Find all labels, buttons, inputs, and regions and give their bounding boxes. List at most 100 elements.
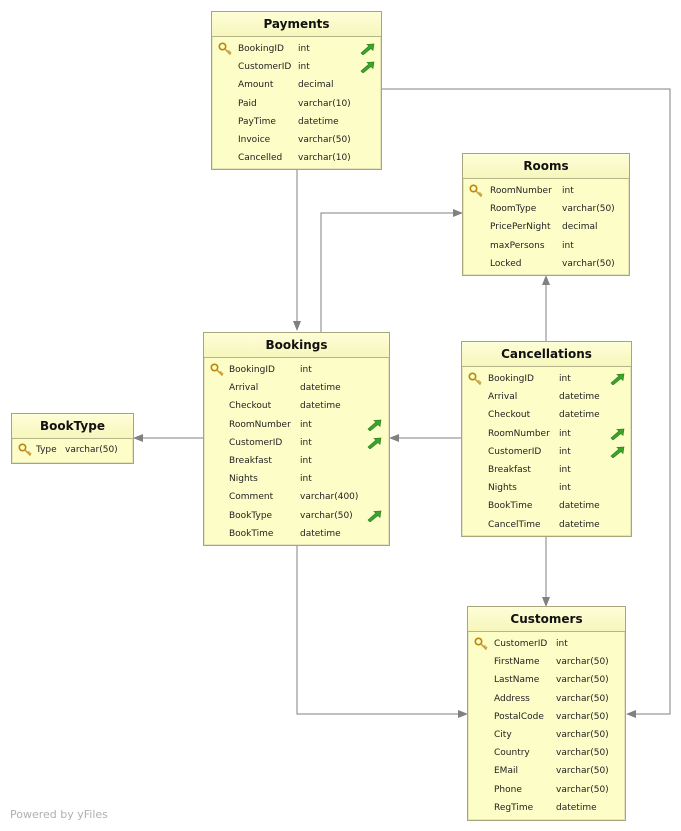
column-row[interactable]: Cancelled varchar(10) xyxy=(212,149,381,167)
column-type: varchar(50) xyxy=(556,693,609,704)
column-type: int xyxy=(559,464,571,475)
foreign-key-icon xyxy=(360,61,375,74)
column-type: int xyxy=(298,44,310,54)
column-row[interactable]: EMail varchar(50) xyxy=(468,762,625,780)
key-icon xyxy=(18,443,32,457)
table-title: BookType xyxy=(12,414,133,439)
column-row[interactable]: Breakfast int xyxy=(462,461,631,479)
column-name: BookingID xyxy=(238,44,284,54)
column-row[interactable]: Type varchar(50) xyxy=(12,441,133,459)
column-type: varchar(50) xyxy=(556,766,609,777)
column-name: Cancelled xyxy=(238,153,283,164)
column-type: int xyxy=(300,419,312,430)
column-name: CustomerID xyxy=(238,62,292,73)
column-type: int xyxy=(300,455,312,466)
column-row[interactable]: CustomerID int xyxy=(212,58,381,76)
foreign-key-icon xyxy=(367,437,382,450)
column-name: PayTime xyxy=(238,116,276,127)
key-icon xyxy=(210,363,224,377)
column-name: Arrival xyxy=(488,392,518,403)
column-name: Breakfast xyxy=(488,464,531,475)
column-name: Breakfast xyxy=(229,455,272,466)
column-name: Amount xyxy=(238,80,274,91)
column-type: datetime xyxy=(300,401,341,412)
column-name: Address xyxy=(494,693,530,704)
column-name: Country xyxy=(494,748,530,759)
foreign-key-icon xyxy=(610,428,625,440)
column-name: Invoice xyxy=(238,134,271,145)
column-type: varchar(50) xyxy=(556,748,609,759)
column-name: EMail xyxy=(494,766,518,777)
column-row[interactable]: Checkout datetime xyxy=(204,397,389,415)
column-name: Checkout xyxy=(229,401,272,412)
column-row[interactable]: Locked varchar(50) xyxy=(463,255,629,273)
column-name: Locked xyxy=(490,258,522,269)
column-name: BookingID xyxy=(229,365,275,375)
edge-bookings-customers xyxy=(296,545,468,718)
column-type: varchar(10) xyxy=(298,153,351,164)
column-name: Type xyxy=(36,445,57,455)
table-title: Customers xyxy=(468,607,625,632)
column-row[interactable]: Country varchar(50) xyxy=(468,744,625,762)
column-row[interactable]: Address varchar(50) xyxy=(468,690,625,708)
column-type: varchar(50) xyxy=(562,258,615,269)
column-type: varchar(50) xyxy=(65,445,118,455)
key-icon xyxy=(469,184,483,198)
foreign-key-icon xyxy=(367,419,382,431)
column-name: Checkout xyxy=(488,410,531,421)
table-title: Cancellations xyxy=(462,342,631,367)
column-row[interactable]: Breakfast int xyxy=(204,452,389,470)
column-type: int xyxy=(298,62,310,73)
column-row[interactable]: Checkout datetime xyxy=(462,406,631,424)
column-type: datetime xyxy=(559,519,600,530)
column-type: varchar(50) xyxy=(556,729,609,740)
column-row[interactable]: BookingID int xyxy=(212,40,381,58)
column-type: varchar(50) xyxy=(562,204,615,215)
column-name: BookTime xyxy=(488,501,533,512)
column-type: datetime xyxy=(559,410,600,421)
column-name: maxPersons xyxy=(490,240,545,251)
table-title: Bookings xyxy=(204,333,389,358)
edge-bookings-rooms xyxy=(320,209,463,333)
column-name: RegTime xyxy=(494,802,534,813)
table-booktype[interactable]: BookType Type varchar(50) xyxy=(11,413,134,464)
column-type: int xyxy=(300,437,312,448)
column-name: BookingID xyxy=(488,374,534,384)
